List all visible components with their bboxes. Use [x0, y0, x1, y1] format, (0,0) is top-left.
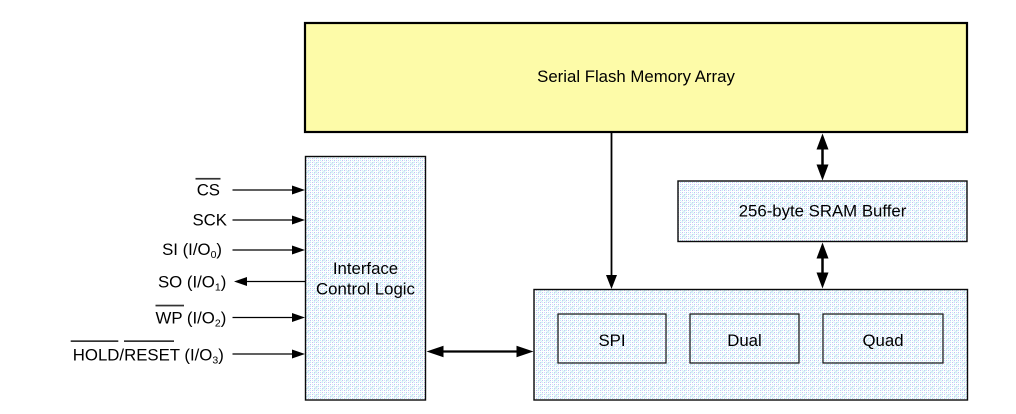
- svg-text:SPI: SPI: [598, 331, 625, 350]
- svg-text:Serial Flash Memory Array: Serial Flash Memory Array: [537, 67, 735, 86]
- svg-text:Dual: Dual: [727, 331, 762, 350]
- svg-text:Quad: Quad: [862, 331, 903, 350]
- svg-text:Control Logic: Control Logic: [316, 279, 415, 298]
- svg-text:256-byte SRAM Buffer: 256-byte SRAM Buffer: [739, 202, 907, 221]
- svg-text:CS: CS: [197, 181, 220, 200]
- svg-text:SI (I/O0): SI (I/O0): [162, 240, 222, 261]
- svg-text:WP (I/O2): WP (I/O2): [156, 308, 227, 329]
- svg-text:SCK: SCK: [192, 211, 227, 230]
- svg-text:SO (I/O1): SO (I/O1): [158, 273, 226, 294]
- svg-text:HOLD/RESET (I/O3): HOLD/RESET (I/O3): [73, 345, 224, 366]
- svg-text:Interface: Interface: [333, 259, 398, 278]
